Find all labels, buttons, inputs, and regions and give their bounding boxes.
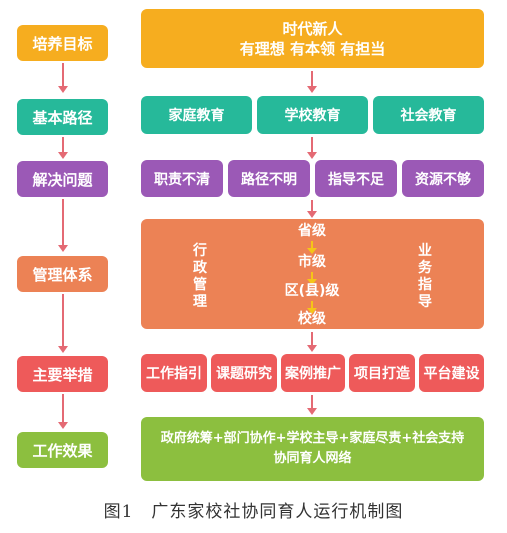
label-measures: 主要举措 <box>17 356 108 392</box>
system-left-vertical: 行政管理 <box>193 243 207 310</box>
level-province: 省级 <box>298 223 326 239</box>
problem-3: 指导不足 <box>315 160 397 197</box>
label-goal: 培养目标 <box>17 25 108 61</box>
measure-5: 平台建设 <box>419 354 484 392</box>
effect-box: 政府统筹+部门协作+学校主导+家庭尽责+社会支持 协同育人网络 <box>141 417 484 481</box>
level-city: 市级 <box>298 254 326 270</box>
path-family: 家庭教育 <box>141 96 252 134</box>
level-county: 区(县)级 <box>284 283 340 299</box>
measure-3: 案例推广 <box>281 354 345 392</box>
goal-line1: 时代新人 <box>282 19 343 38</box>
problem-2: 路径不明 <box>228 160 310 197</box>
path-society: 社会教育 <box>373 96 484 134</box>
goal-line2: 有理想 有本领 有担当 <box>239 39 386 58</box>
measure-2: 课题研究 <box>211 354 277 392</box>
figure-caption: 图1 广东家校社协同育人运行机制图 <box>103 502 404 522</box>
level-school: 校级 <box>298 311 326 327</box>
path-school: 学校教育 <box>257 96 368 134</box>
label-system: 管理体系 <box>17 256 108 292</box>
system-right-vertical: 业务指导 <box>418 243 432 310</box>
problem-1: 职责不清 <box>141 160 223 197</box>
measure-4: 项目打造 <box>349 354 415 392</box>
effect-line1: 政府统筹+部门协作+学校主导+家庭尽责+社会支持 <box>160 431 465 446</box>
measure-1: 工作指引 <box>141 354 207 392</box>
goal-box: 时代新人 有理想 有本领 有担当 <box>141 9 484 68</box>
label-problem: 解决问题 <box>17 161 108 197</box>
label-effect: 工作效果 <box>17 432 108 468</box>
label-path: 基本路径 <box>17 99 108 135</box>
effect-line2: 协同育人网络 <box>273 451 352 466</box>
problem-4: 资源不够 <box>402 160 484 197</box>
